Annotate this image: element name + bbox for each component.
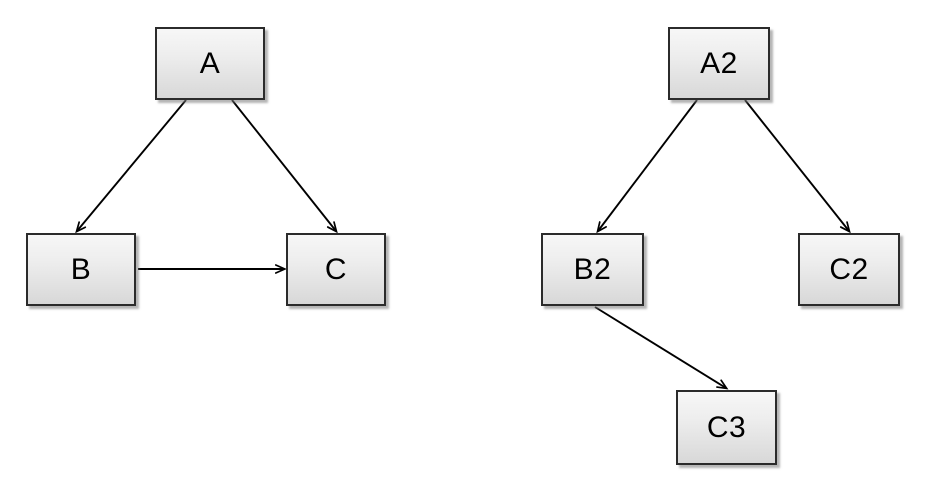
edge-b2-to-c3 — [594, 306, 726, 388]
edge-a-to-b — [77, 99, 187, 231]
edge-a2-to-b2 — [598, 99, 698, 231]
node-a2-label: A2 — [700, 46, 738, 80]
node-b[interactable]: B — [26, 233, 136, 306]
node-b2[interactable]: B2 — [541, 233, 644, 306]
node-a2[interactable]: A2 — [668, 27, 770, 100]
node-b-label: B — [70, 252, 92, 286]
node-a-label: A — [199, 46, 221, 80]
edge-a-to-c — [231, 99, 336, 231]
edge-a2-to-c2 — [744, 99, 849, 231]
node-c3[interactable]: C3 — [676, 390, 777, 465]
node-a[interactable]: A — [155, 27, 265, 100]
node-c2[interactable]: C2 — [798, 233, 900, 306]
node-c[interactable]: C — [286, 233, 386, 306]
node-c2-label: C2 — [829, 252, 869, 286]
node-c-label: C — [324, 252, 348, 286]
node-c3-label: C3 — [706, 410, 747, 444]
node-b2-label: B2 — [573, 252, 612, 286]
